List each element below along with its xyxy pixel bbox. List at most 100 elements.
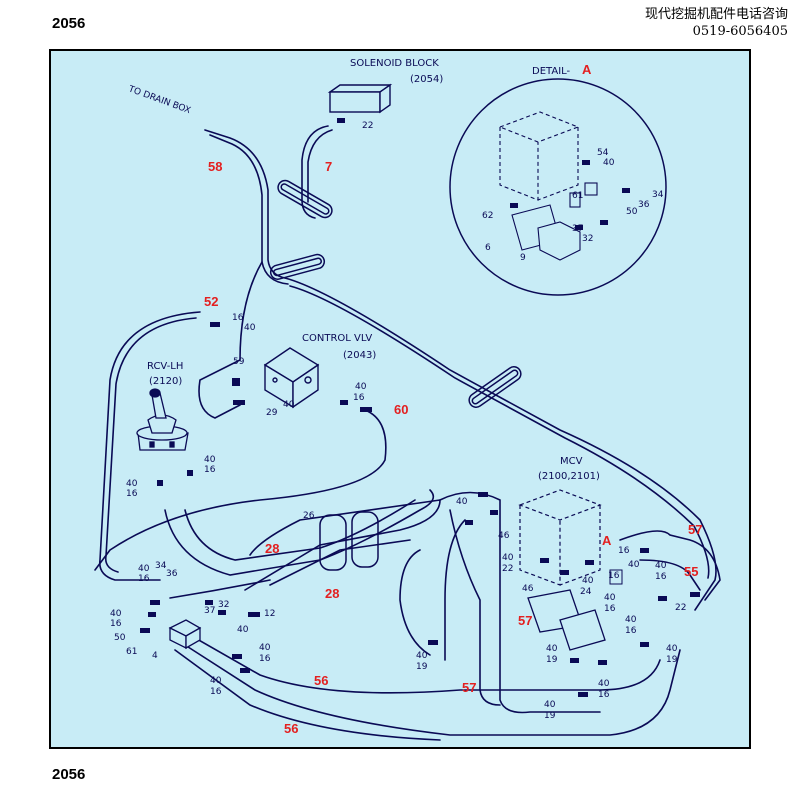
part-19-b5: 19 bbox=[544, 711, 556, 721]
part-40-r2: 40 bbox=[655, 561, 667, 571]
clamp-1 bbox=[277, 179, 333, 219]
detail-part-50: 50 bbox=[626, 207, 638, 217]
clamp-2b bbox=[272, 257, 323, 277]
part-16-d: 16 bbox=[126, 489, 138, 499]
detail-part-9: 9 bbox=[520, 253, 526, 263]
misc-fittings bbox=[140, 322, 700, 697]
mcv-loop-c bbox=[399, 549, 431, 656]
part-40-r1: 40 bbox=[628, 560, 640, 570]
part-19-b1: 19 bbox=[416, 662, 428, 672]
mcv-fittings bbox=[540, 548, 667, 665]
clamp-3b bbox=[471, 369, 519, 405]
part-22-m1: 22 bbox=[502, 564, 513, 574]
hose-60 bbox=[94, 409, 387, 571]
part-16-l1: 16 bbox=[138, 574, 150, 584]
part-16-r4: 16 bbox=[604, 604, 616, 614]
solenoid-block-code: (2054) bbox=[410, 74, 443, 85]
part-29: 29 bbox=[266, 408, 278, 418]
part-40-m3: 40 bbox=[582, 576, 594, 586]
label-28b: 28 bbox=[325, 586, 339, 601]
label-7: 7 bbox=[325, 159, 332, 174]
detail-a-circle bbox=[449, 78, 667, 296]
part-40-b1: 40 bbox=[416, 651, 428, 661]
detail-marker: A bbox=[602, 533, 612, 548]
part-50-l: 50 bbox=[114, 633, 126, 643]
clamp-1b bbox=[280, 183, 330, 215]
mcv-plates bbox=[527, 589, 606, 651]
rcv-lh-code: (2120) bbox=[149, 376, 182, 387]
detail-part-34: 34 bbox=[652, 190, 664, 200]
company-phone: 0519-6056405 bbox=[692, 24, 788, 39]
left-manifold bbox=[168, 619, 202, 650]
label-58: 58 bbox=[208, 159, 222, 174]
left-pipe-c bbox=[198, 261, 263, 419]
mcv-loop-a bbox=[439, 491, 601, 714]
part-32-l: 32 bbox=[218, 600, 229, 610]
hose-56b bbox=[184, 644, 681, 736]
part-46-a: 46 bbox=[498, 531, 510, 541]
label-57a: 57 bbox=[688, 522, 702, 537]
part-40-b5: 40 bbox=[544, 700, 556, 710]
part-22-r: 22 bbox=[675, 603, 686, 613]
part-61-l: 61 bbox=[126, 647, 137, 657]
part-40-r4: 40 bbox=[625, 615, 637, 625]
part-16-r1: 16 bbox=[608, 571, 620, 581]
part-19-b2: 19 bbox=[546, 655, 558, 665]
part-12-l: 12 bbox=[264, 609, 275, 619]
label-55: 55 bbox=[684, 564, 698, 579]
part-40-l4: 40 bbox=[259, 643, 271, 653]
main-pipe-right-b bbox=[289, 285, 710, 579]
part-16-l3: 16 bbox=[110, 619, 122, 629]
part-46-m2: 46 bbox=[522, 584, 534, 594]
part-40-f: 40 bbox=[456, 497, 468, 507]
part-24-m: 24 bbox=[580, 587, 592, 597]
part-40-l2: 40 bbox=[237, 625, 249, 635]
bundle-26b bbox=[269, 539, 411, 586]
detail-part-37: 37 bbox=[572, 224, 583, 234]
hose-56a bbox=[189, 634, 661, 694]
part-40-r3: 40 bbox=[604, 593, 616, 603]
control-valve bbox=[263, 347, 320, 409]
bundle-26c bbox=[169, 579, 271, 599]
rcv-lh-joystick bbox=[136, 388, 189, 451]
part-26: 26 bbox=[303, 511, 315, 521]
part-22-top: 22 bbox=[362, 121, 373, 131]
detail-part-40: 40 bbox=[603, 158, 615, 168]
detail-part-54: 54 bbox=[597, 148, 609, 158]
part-16-l4: 16 bbox=[259, 654, 271, 664]
detail-a-drawing bbox=[498, 111, 630, 261]
solenoid-block-title: SOLENOID BLOCK bbox=[350, 58, 439, 69]
drain-box-label: TO DRAIN BOX bbox=[126, 84, 192, 116]
part-40-l5: 40 bbox=[210, 676, 222, 686]
company-info: 现代挖掘机配件电话咨询 0519-6056405 bbox=[645, 6, 788, 40]
part-40-b4: 40 bbox=[598, 679, 610, 689]
mcv-code: (2100,2101) bbox=[538, 471, 600, 482]
mcv-loop-b bbox=[449, 509, 501, 706]
detail-part-32: 32 bbox=[582, 234, 593, 244]
fitting-22-top bbox=[337, 118, 345, 123]
part-40-l1: 40 bbox=[138, 564, 150, 574]
diagram-panel bbox=[49, 49, 751, 749]
rcv-lh-title: RCV-LH bbox=[147, 361, 183, 372]
detail-part-6: 6 bbox=[485, 243, 491, 253]
part-16-b: 16 bbox=[353, 393, 365, 403]
label-57b: 57 bbox=[518, 613, 532, 628]
mcv-loop-d bbox=[444, 519, 466, 661]
clamp-4 bbox=[319, 514, 347, 571]
part-59: 59 bbox=[233, 357, 245, 367]
hose-7b bbox=[307, 129, 333, 203]
page-number-top: 2056 bbox=[52, 15, 86, 32]
clamp-2 bbox=[269, 253, 326, 280]
label-28a: 28 bbox=[265, 541, 279, 556]
detail-part-36: 36 bbox=[638, 200, 650, 210]
page-number-bottom: 2056 bbox=[52, 766, 86, 783]
label-60: 60 bbox=[394, 402, 408, 417]
part-40-d: 40 bbox=[204, 455, 216, 465]
part-4-l: 4 bbox=[152, 651, 158, 661]
hose-55 bbox=[639, 559, 701, 591]
main-pipe-right bbox=[284, 277, 717, 611]
clamp-5 bbox=[351, 511, 379, 568]
part-40-c: 40 bbox=[355, 382, 367, 392]
part-34-l: 34 bbox=[155, 561, 167, 571]
